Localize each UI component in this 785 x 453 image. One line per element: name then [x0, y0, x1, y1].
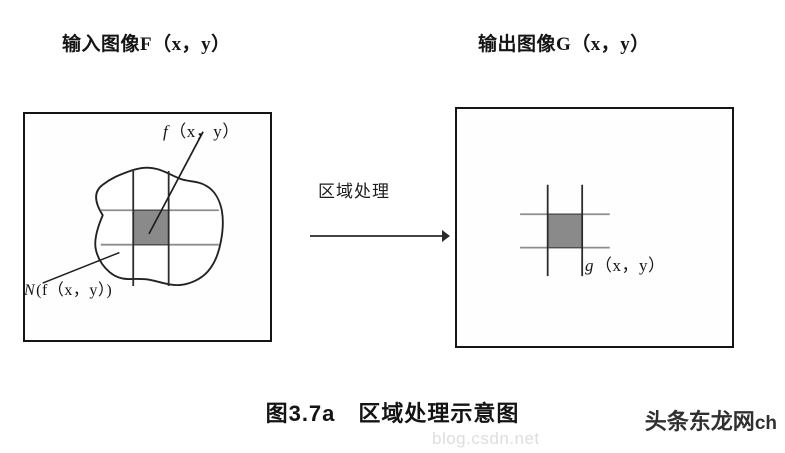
output-image-panel [455, 107, 734, 348]
center-pixel-cell [132, 209, 170, 246]
brand-watermark-name: 头条东龙网 [644, 409, 755, 434]
operation-label: 区域处理 [318, 182, 390, 201]
brand-watermark-suffix: ch [754, 413, 777, 434]
output-pixel-label-args: （x，y） [595, 256, 666, 275]
center-pixel-cell [547, 213, 583, 249]
leader-line-neighborhood [42, 251, 120, 284]
process-arrow [310, 225, 450, 247]
right-arrow-icon [310, 230, 450, 242]
brand-watermark: 头条东龙网ch [645, 404, 777, 436]
input-panel-graphics [42, 131, 224, 287]
input-pixel-label-symbol: f [163, 122, 169, 141]
figure-caption: 图3.7a 区域处理示意图 [265, 401, 520, 426]
output-pixel-label-symbol: g [585, 256, 594, 275]
neighborhood-label-args: (f（x，y）) [36, 282, 113, 299]
input-panel-title: 输入图像F（x，y） [62, 34, 231, 55]
output-pixel-label: g（x，y） [585, 251, 666, 276]
faint-site-watermark: blog.csdn.net [432, 429, 540, 448]
output-panel-graphics [520, 184, 610, 277]
leader-line-pixel [148, 131, 204, 235]
neighborhood-label: N(f（x，y）) [24, 276, 112, 300]
output-panel-title: 输出图像G（x，y） [478, 34, 650, 55]
input-pixel-label: f（x，y） [163, 117, 240, 142]
input-image-panel [23, 112, 272, 342]
input-pixel-label-args: （x，y） [169, 122, 240, 141]
neighborhood-label-symbol: N [24, 282, 36, 299]
